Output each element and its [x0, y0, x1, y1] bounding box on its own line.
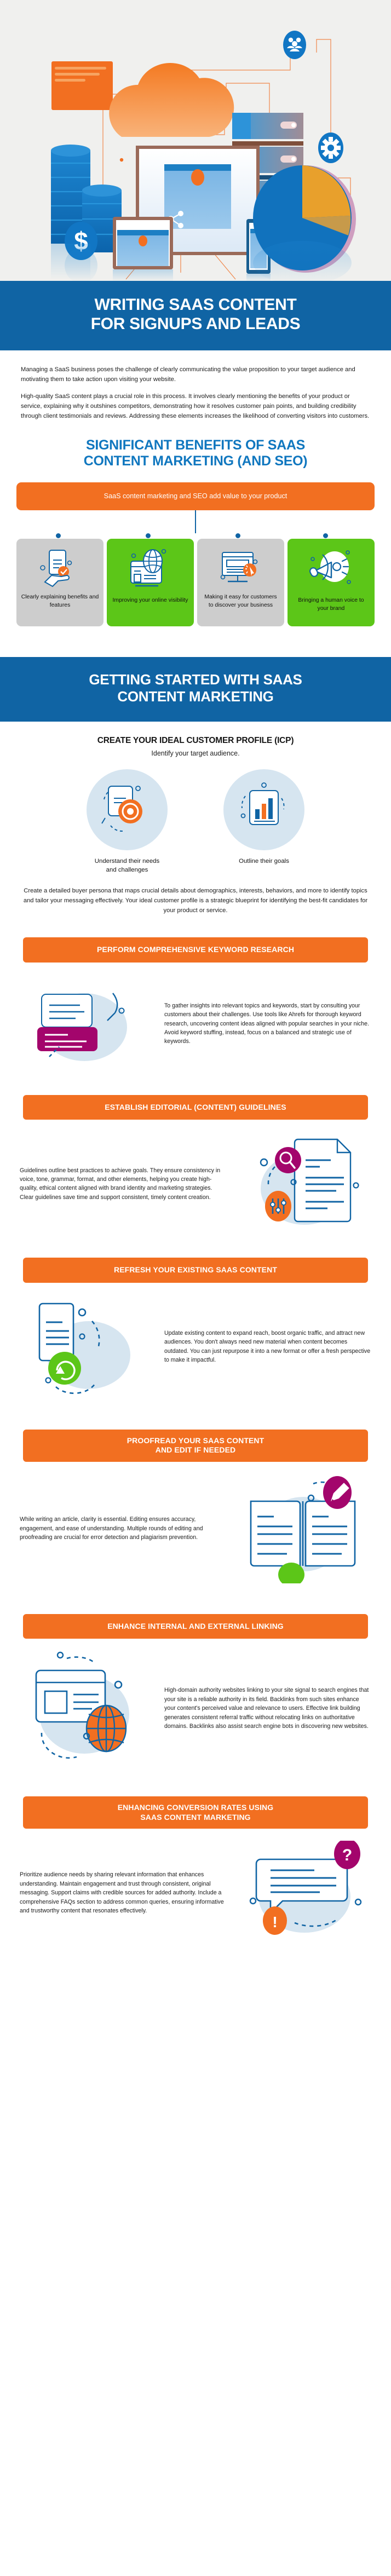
- page-title-line2: FOR SIGNUPS AND LEADS: [90, 315, 301, 333]
- step-bar-editorial-guidelines: ESTABLISH EDITORIAL (CONTENT) GUIDELINES: [23, 1094, 368, 1120]
- target-document-icon: [87, 769, 168, 850]
- cloud-icon: [109, 63, 234, 137]
- connector-dot: [146, 533, 151, 539]
- benefit-card-4: Bringing a human voice to your brand: [288, 539, 375, 627]
- spacer: [0, 1583, 391, 1614]
- refresh-content-art: [20, 1295, 157, 1399]
- spacer: [0, 626, 391, 657]
- connector-dot: [56, 533, 61, 539]
- svg-text:?: ?: [342, 1846, 352, 1864]
- icp-item-1: Understand their needs and challenges: [75, 769, 179, 875]
- getting-started-line2: CONTENT MARKETING: [117, 688, 274, 705]
- benefits-heading-line1: SIGNIFICANT BENEFITS OF SAAS: [86, 437, 305, 453]
- getting-started-banner: GETTING STARTED WITH SAAS CONTENT MARKET…: [0, 657, 391, 722]
- step-block-conversion: Prioritize audience needs by sharing rel…: [20, 1841, 371, 1945]
- step-bar-keyword-research: PERFORM COMPREHENSIVE KEYWORD RESEARCH: [23, 937, 368, 963]
- step-bar-proofread: PROOFREAD YOUR SAAS CONTENT AND EDIT IF …: [23, 1429, 368, 1462]
- benefit-card-label: Improving your online visibility: [112, 597, 188, 604]
- orange-doc-card: [51, 61, 113, 110]
- benefit-card-1: Clearly explaining benefits and features: [16, 539, 104, 627]
- benefit-card-label: Bringing a human voice to your brand: [298, 597, 364, 612]
- benefits-heading-line2: CONTENT MARKETING (AND SEO): [83, 453, 308, 469]
- icp-caption: Outline their goals: [212, 857, 316, 866]
- conversion-art: ? !: [234, 1841, 371, 1945]
- card-connector-dots: [16, 533, 375, 539]
- step-text-linking: High-domain authority websites linking t…: [164, 1687, 369, 1730]
- icp-caption-line2: and challenges: [106, 867, 148, 874]
- step-block-proofread: While writing an article, clarity is ess…: [20, 1474, 371, 1583]
- page-title-line1: WRITING SAAS CONTENT: [94, 296, 297, 314]
- icp-paragraph: Create a detailed buyer persona that map…: [23, 887, 368, 914]
- intro-section: Managing a SaaS business poses the chall…: [0, 350, 391, 422]
- linking-art: [20, 1651, 157, 1766]
- step-text-refresh-content: Update existing content to expand reach,…: [164, 1330, 371, 1364]
- pill-connector-line: [195, 510, 196, 534]
- intro-paragraph-2: High-quality SaaS content plays a crucia…: [21, 393, 370, 420]
- spacer: [0, 915, 391, 937]
- hand-document-check-icon: [38, 548, 82, 588]
- icp-caption-line1: Understand their needs: [94, 857, 160, 865]
- benefit-card-2: Improving your online visibility: [107, 539, 194, 627]
- hero-illustration: $: [0, 0, 391, 281]
- hero-svg: $: [51, 31, 356, 281]
- step-text-proofread: While writing an article, clarity is ess…: [20, 1516, 203, 1541]
- spacer: [0, 1236, 391, 1258]
- step-block-keyword-research: To gather insights into relevant topics …: [20, 975, 371, 1073]
- spacer: [0, 1945, 391, 1975]
- step-bar-conversion: ENHANCING CONVERSION RATES USING SAAS CO…: [23, 1796, 368, 1829]
- connector-dot: [235, 533, 240, 539]
- icp-heading: CREATE YOUR IDEAL CUSTOMER PROFILE (ICP): [97, 735, 294, 745]
- spacer: [0, 1766, 391, 1796]
- step-block-linking: High-domain authority websites linking t…: [20, 1651, 371, 1766]
- benefit-card-3: Making it easy for customers to discover…: [197, 539, 284, 627]
- step-bar-linking: ENHANCE INTERNAL AND EXTERNAL LINKING: [23, 1613, 368, 1639]
- monitor-icon: [136, 146, 260, 255]
- benefits-pill: SaaS content marketing and SEO add value…: [16, 482, 375, 511]
- getting-started-line1: GETTING STARTED WITH SAAS: [89, 671, 302, 688]
- getting-started-heading: GETTING STARTED WITH SAAS CONTENT MARKET…: [22, 671, 369, 705]
- people-icon: [283, 31, 306, 59]
- icp-subheading: Identify your target audience.: [151, 749, 240, 757]
- monitor-cursor-icon: [218, 548, 264, 588]
- connector-dot: [323, 533, 328, 539]
- step-bar-refresh-content: REFRESH YOUR EXISTING SAAS CONTENT: [23, 1258, 368, 1283]
- intro-paragraph-1: Managing a SaaS business poses the chall…: [21, 366, 355, 383]
- svg-text:!: !: [272, 1914, 277, 1930]
- spacer: [0, 1073, 391, 1095]
- megaphone-icon: [308, 548, 354, 588]
- spacer: [0, 1399, 391, 1430]
- icp-items: Understand their needs and challenges: [0, 769, 391, 875]
- gear-icon: [318, 132, 343, 163]
- step-block-editorial-guidelines: Guidelines outline best practices to ach…: [20, 1132, 371, 1236]
- editorial-guidelines-art: [234, 1132, 371, 1236]
- icp-caption: Understand their needs and challenges: [75, 857, 179, 875]
- globe-browser-icon: [128, 548, 174, 588]
- step-text-keyword-research: To gather insights into relevant topics …: [164, 1002, 369, 1045]
- icp-item-2: Outline their goals: [212, 769, 316, 875]
- benefit-card-label: Clearly explaining benefits and features: [21, 594, 99, 609]
- tablet-icon: [113, 217, 173, 269]
- page-title: WRITING SAAS CONTENT FOR SIGNUPS AND LEA…: [22, 295, 369, 334]
- main-title-banner: WRITING SAAS CONTENT FOR SIGNUPS AND LEA…: [0, 281, 391, 350]
- keyword-research-art: [20, 975, 157, 1073]
- benefit-card-label: Making it easy for customers to discover…: [204, 594, 277, 609]
- step-text-conversion: Prioritize audience needs by sharing rel…: [20, 1871, 224, 1914]
- bar-chart-goals-icon: [223, 769, 304, 850]
- benefit-cards: Clearly explaining benefits and features: [16, 539, 375, 627]
- benefits-heading: SIGNIFICANT BENEFITS OF SAAS CONTENT MAR…: [13, 437, 378, 469]
- proofread-art: [234, 1474, 371, 1583]
- reflection: [51, 241, 352, 281]
- icp-caption-line1: Outline their goals: [239, 857, 289, 865]
- step-block-refresh-content: Update existing content to expand reach,…: [20, 1295, 371, 1399]
- step-text-editorial-guidelines: Guidelines outline best practices to ach…: [20, 1167, 221, 1201]
